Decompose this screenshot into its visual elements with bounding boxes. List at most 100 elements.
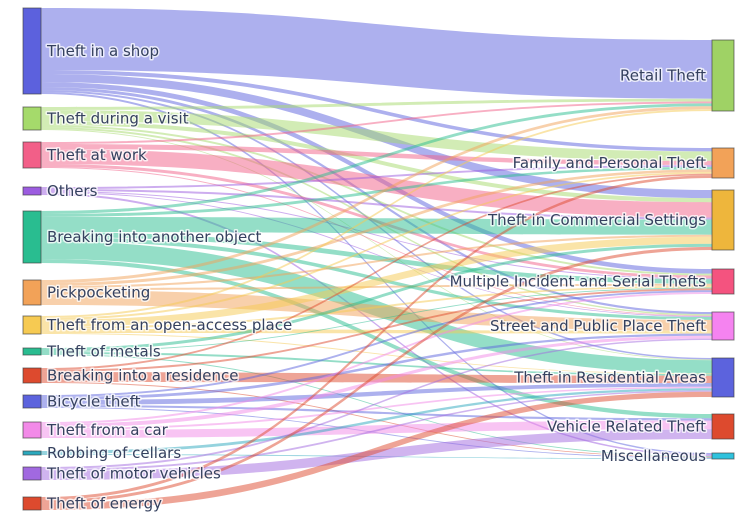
link-openaccess-residential[interactable] bbox=[41, 333, 712, 375]
link-openaccess-family[interactable] bbox=[41, 172, 712, 320]
link-bicycle-residential[interactable] bbox=[41, 383, 712, 405]
node-visit[interactable] bbox=[22, 106, 42, 131]
link-shop-misc[interactable] bbox=[41, 92, 712, 455]
node-label-commercial: Theft in Commercial Settings bbox=[487, 211, 706, 229]
link-car-multiple[interactable] bbox=[41, 292, 712, 424]
link-motor-street[interactable] bbox=[41, 338, 712, 469]
link-others-multiple[interactable] bbox=[41, 191, 712, 280]
link-work-retail[interactable] bbox=[41, 101, 712, 145]
node-label-vehicle: Vehicle Related Theft bbox=[547, 418, 706, 436]
sankey-nodes-layer bbox=[22, 7, 735, 511]
link-visit-retail[interactable] bbox=[41, 98, 712, 110]
link-residence-family[interactable] bbox=[41, 173, 712, 370]
node-work[interactable] bbox=[22, 141, 42, 169]
node-openaccess[interactable] bbox=[22, 315, 42, 335]
link-openaccess-street[interactable] bbox=[41, 329, 712, 334]
node-metals[interactable] bbox=[22, 347, 42, 356]
link-object-family[interactable] bbox=[41, 166, 712, 217]
link-cellars-residential[interactable] bbox=[41, 388, 712, 454]
link-car-vehicle[interactable] bbox=[41, 420, 712, 439]
link-object-multiple[interactable] bbox=[41, 232, 712, 284]
link-openaccess-commercial[interactable] bbox=[41, 236, 712, 327]
node-label-pickpocket: Pickpocketing bbox=[47, 284, 150, 302]
link-visit-commercial[interactable] bbox=[41, 121, 712, 203]
link-work-street[interactable] bbox=[41, 167, 712, 317]
node-label-cellars: Robbing of cellars bbox=[47, 444, 181, 462]
node-street[interactable] bbox=[711, 311, 735, 341]
link-others-commercial[interactable] bbox=[41, 189, 712, 220]
link-car-residential[interactable] bbox=[41, 386, 712, 430]
node-retail[interactable] bbox=[711, 39, 735, 112]
node-residential[interactable] bbox=[711, 357, 735, 398]
node-energy[interactable] bbox=[22, 496, 42, 511]
node-label-residential: Theft in Residential Areas bbox=[513, 369, 706, 387]
node-label-visit: Theft during a visit bbox=[46, 110, 189, 128]
link-energy-commercial[interactable] bbox=[41, 246, 712, 503]
link-openaccess-retail[interactable] bbox=[41, 109, 712, 318]
link-pickpocket-commercial[interactable] bbox=[41, 234, 712, 288]
node-label-metals: Theft of metals bbox=[46, 343, 161, 361]
link-metals-commercial[interactable] bbox=[41, 243, 712, 351]
node-label-misc: Miscellaneous bbox=[601, 447, 706, 465]
link-pickpocket-family[interactable] bbox=[41, 169, 712, 286]
link-bicycle-vehicle[interactable] bbox=[41, 405, 712, 421]
node-label-bicycle: Bicycle theft bbox=[47, 393, 141, 411]
node-label-motor: Theft of motor vehicles bbox=[46, 465, 221, 483]
link-motor-residential[interactable] bbox=[41, 390, 712, 471]
node-label-others: Others bbox=[47, 182, 98, 200]
node-multiple[interactable] bbox=[711, 268, 735, 295]
node-label-shop: Theft in a shop bbox=[46, 42, 159, 60]
node-cellars[interactable] bbox=[22, 450, 42, 456]
node-motor[interactable] bbox=[22, 466, 42, 481]
link-shop-retail[interactable] bbox=[41, 8, 712, 99]
node-object[interactable] bbox=[22, 210, 42, 264]
link-bicycle-multiple[interactable] bbox=[41, 290, 712, 397]
node-car[interactable] bbox=[22, 421, 42, 439]
link-visit-residential[interactable] bbox=[41, 129, 712, 361]
link-metals-misc[interactable] bbox=[41, 354, 712, 457]
node-pickpocket[interactable] bbox=[22, 279, 42, 306]
node-label-retail: Retail Theft bbox=[620, 67, 706, 85]
link-pickpocket-street[interactable] bbox=[41, 290, 712, 331]
link-others-family[interactable] bbox=[41, 165, 712, 189]
link-visit-multiple[interactable] bbox=[41, 125, 712, 276]
link-energy-family[interactable] bbox=[41, 175, 712, 500]
link-pickpocket-multiple[interactable] bbox=[41, 283, 712, 290]
node-shop[interactable] bbox=[22, 7, 42, 95]
link-residence-residential[interactable] bbox=[41, 372, 712, 383]
link-metals-multiple[interactable] bbox=[41, 287, 712, 353]
node-bicycle[interactable] bbox=[22, 394, 42, 409]
link-motor-vehicle[interactable] bbox=[41, 429, 712, 480]
node-label-street: Street and Public Place Theft bbox=[490, 317, 706, 335]
link-energy-residential[interactable] bbox=[41, 391, 712, 510]
node-residence[interactable] bbox=[22, 367, 42, 384]
node-label-residence: Breaking into a residence bbox=[47, 367, 238, 385]
node-label-object: Breaking into another object bbox=[47, 228, 261, 246]
link-object-commercial[interactable] bbox=[41, 217, 712, 235]
link-others-misc[interactable] bbox=[41, 193, 712, 456]
link-visit-family[interactable] bbox=[41, 110, 712, 161]
link-work-commercial[interactable] bbox=[41, 149, 712, 218]
node-others[interactable] bbox=[22, 186, 42, 196]
node-label-family: Family and Personal Theft bbox=[513, 154, 706, 172]
node-commercial[interactable] bbox=[711, 189, 735, 251]
link-pickpocket-retail[interactable] bbox=[41, 106, 712, 283]
link-work-family[interactable] bbox=[41, 144, 712, 166]
sankey-links-layer bbox=[41, 8, 712, 510]
node-label-multiple: Multiple Incident and Serial Thefts bbox=[450, 273, 707, 291]
node-family[interactable] bbox=[711, 147, 735, 179]
link-bicycle-street[interactable] bbox=[41, 333, 712, 401]
node-label-openaccess: Theft from an open-access place bbox=[46, 316, 292, 334]
node-misc[interactable] bbox=[711, 452, 735, 460]
node-vehicle[interactable] bbox=[711, 413, 735, 440]
link-object-retail[interactable] bbox=[41, 103, 712, 214]
link-car-street[interactable] bbox=[41, 335, 712, 428]
link-openaccess-multiple[interactable] bbox=[41, 285, 712, 329]
link-metals-residential[interactable] bbox=[41, 352, 712, 376]
link-others-street[interactable] bbox=[41, 192, 712, 317]
link-shop-family[interactable] bbox=[41, 70, 712, 152]
link-residence-multiple[interactable] bbox=[41, 288, 712, 372]
